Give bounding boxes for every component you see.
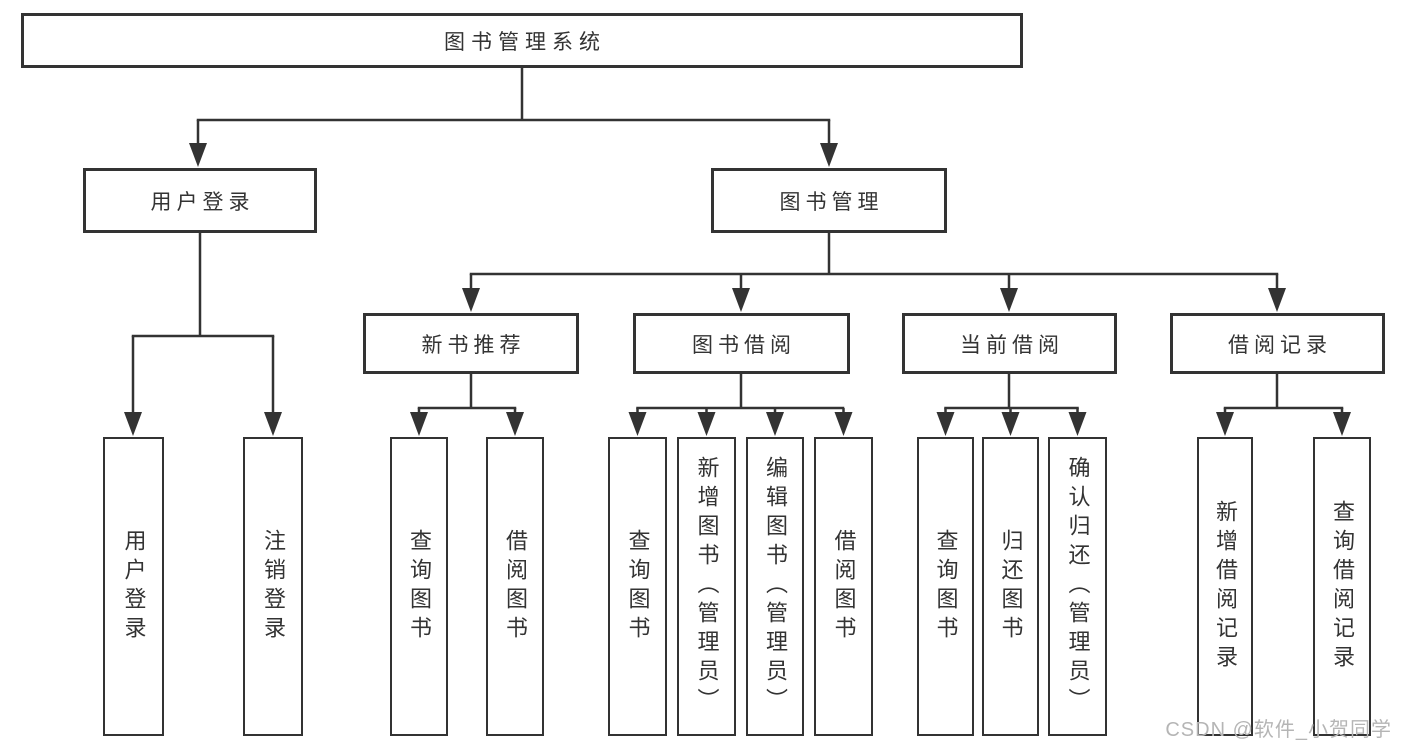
leaf-confirm-return-admin: 确认归还（管理员） <box>1048 437 1107 736</box>
node-new-book-recommend: 新书推荐 <box>363 313 579 374</box>
leaf-return-books: 归还图书 <box>982 437 1039 736</box>
leaf-query-borrow-record: 查询借阅记录 <box>1313 437 1371 736</box>
leaf-borrow-books-recommend: 借阅图书 <box>486 437 544 736</box>
leaf-logout-login: 注销登录 <box>243 437 303 736</box>
leaf-add-books-admin: 新增图书（管理员） <box>677 437 736 736</box>
node-book-management: 图书管理 <box>711 168 947 233</box>
node-current-borrowing: 当前借阅 <box>902 313 1117 374</box>
leaf-add-borrow-record: 新增借阅记录 <box>1197 437 1253 736</box>
leaf-user-login: 用户登录 <box>103 437 164 736</box>
leaf-query-books-current: 查询图书 <box>917 437 974 736</box>
leaf-edit-books-admin: 编辑图书（管理员） <box>746 437 804 736</box>
node-user-login: 用户登录 <box>83 168 317 233</box>
leaf-query-books-borrowing: 查询图书 <box>608 437 667 736</box>
node-book-borrowing: 图书借阅 <box>633 313 850 374</box>
node-library-system: 图书管理系统 <box>21 13 1023 68</box>
csdn-watermark: CSDN @软件_小贺同学 <box>1165 719 1392 741</box>
leaf-borrow-books-borrowing: 借阅图书 <box>814 437 873 736</box>
node-borrow-records: 借阅记录 <box>1170 313 1385 374</box>
leaf-query-books-recommend: 查询图书 <box>390 437 448 736</box>
